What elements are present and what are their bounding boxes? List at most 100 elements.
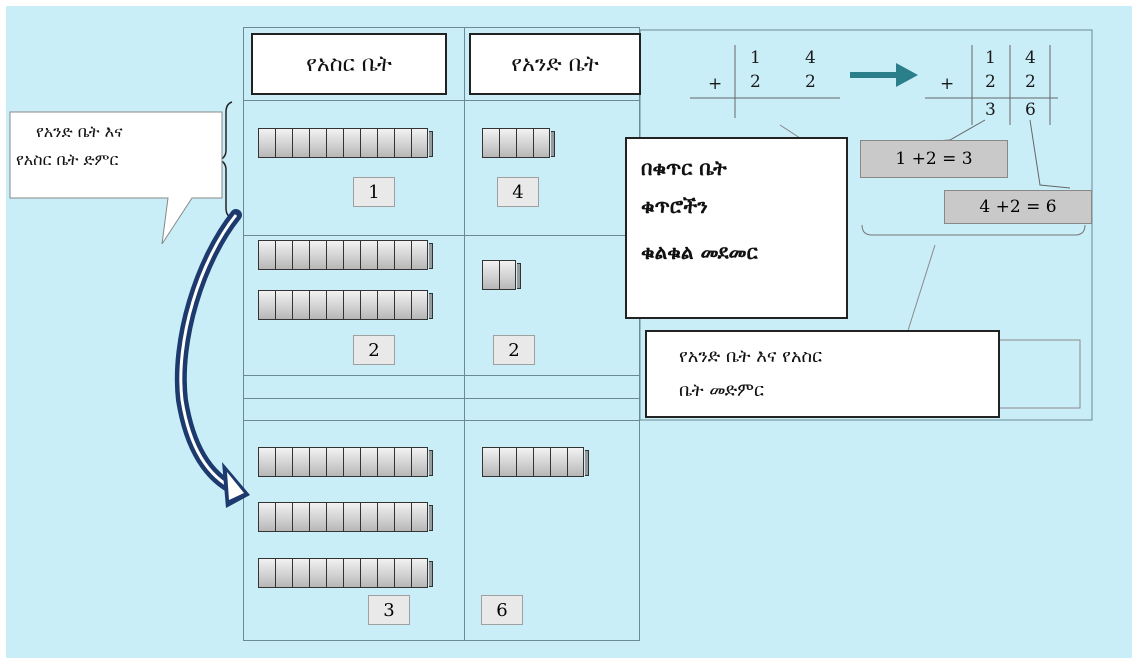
unit-cube [292,447,309,477]
unit-cube [533,128,550,158]
unit-cube [411,240,428,270]
unit-cube [343,502,360,532]
center-callout-line1: በቁጥር ቤት [641,156,727,180]
left-top-ones: 4 [805,48,816,68]
unit-cube [275,502,292,532]
unit-cube [360,240,377,270]
unit-cube [516,128,533,158]
grid-row-line [243,375,640,376]
ten-rod [258,558,433,588]
unit-cube [326,447,343,477]
big-curved-arrow-highlight [179,214,238,492]
left-plus: + [708,74,723,94]
ones-value-box: 6 [481,595,523,625]
grid-divider [464,27,465,641]
unit-cube [258,240,275,270]
ten-rod [258,128,433,158]
ones-value-box: 2 [493,335,535,365]
grid-row-line [243,420,640,421]
unit-cube [482,128,499,158]
unit-cube [411,502,428,532]
unit-cube [394,558,411,588]
unit-cube [343,290,360,320]
unit-cube [394,447,411,477]
place-value-grid [243,27,640,641]
unit-cube [377,290,394,320]
unit-cube [326,290,343,320]
center-callout: በቁጥር ቤት ቁጥሮችን ቁልቁል መደመር [625,137,848,319]
unit-cube [292,290,309,320]
unit-cube [411,447,428,477]
unit-cube [411,128,428,158]
tens-value-box: 2 [353,335,395,365]
unit-cube [394,240,411,270]
ones-value-box: 4 [497,177,539,207]
unit-cube [292,240,309,270]
unit-cube [309,128,326,158]
left-callout-line1: የአንድ ቤት እና [36,122,123,141]
unit-cube [309,240,326,270]
right-top-ones: 4 [1025,48,1036,68]
unit-cube [326,558,343,588]
unit-cube [309,290,326,320]
unit-cube [360,290,377,320]
unit-cube [343,447,360,477]
bottom-callout: የአንድ ቤት እና የአስር ቤት መድምር [645,330,1000,418]
unit-cube [377,502,394,532]
unit-cube [482,447,499,477]
unit-cube [499,128,516,158]
grid-row-line [243,398,640,399]
tens-sum-box: 1 +2 = 3 [860,140,1008,178]
grid-row-line [243,100,640,101]
tens-value-box: 3 [368,595,410,625]
unit-cube [309,558,326,588]
unit-cube [394,128,411,158]
unit-cube [343,558,360,588]
unit-cube [550,447,567,477]
right-bottom-tens: 2 [985,72,996,92]
unit-cube [258,558,275,588]
unit-cube [275,558,292,588]
bottom-callout-line2: ቤት መድምር [679,380,764,401]
unit-cube [343,240,360,270]
unit-cube [343,128,360,158]
unit-cube [326,128,343,158]
unit-cube [360,502,377,532]
unit-cube [567,447,584,477]
unit-cube [275,447,292,477]
unit-cube [292,558,309,588]
unit-cube [377,128,394,158]
unit-cube [309,447,326,477]
left-top-tens: 1 [750,48,761,68]
ten-rod [258,290,433,320]
left-callout: የአንድ ቤት እና የአስር ቤት ድምር [16,118,216,188]
right-result-tens: 3 [985,100,996,120]
unit-cube [377,447,394,477]
unit-cube [394,290,411,320]
unit-cube [258,447,275,477]
left-bottom-tens: 2 [750,72,761,92]
center-callout-line3: ቁልቁል መደመር [641,240,758,264]
ones-header: የአንድ ቤት [469,33,641,95]
ones-cubes [482,447,589,477]
left-callout-line2: የአስር ቤት ድምር [16,150,119,169]
unit-cube [394,502,411,532]
ten-rod [258,502,433,532]
unit-cube [516,447,533,477]
unit-cube [258,128,275,158]
ones-cubes [482,260,521,290]
unit-cube [482,260,499,290]
unit-cube [326,502,343,532]
unit-cube [377,558,394,588]
unit-cube [360,558,377,588]
center-callout-line2: ቁጥሮችን [641,194,708,218]
tens-header: የአስር ቤት [251,33,447,95]
right-result-ones: 6 [1025,100,1036,120]
unit-cube [292,502,309,532]
ten-rod [258,240,433,270]
unit-cube [499,260,516,290]
unit-cube [275,128,292,158]
unit-cube [499,447,516,477]
unit-cube [360,128,377,158]
